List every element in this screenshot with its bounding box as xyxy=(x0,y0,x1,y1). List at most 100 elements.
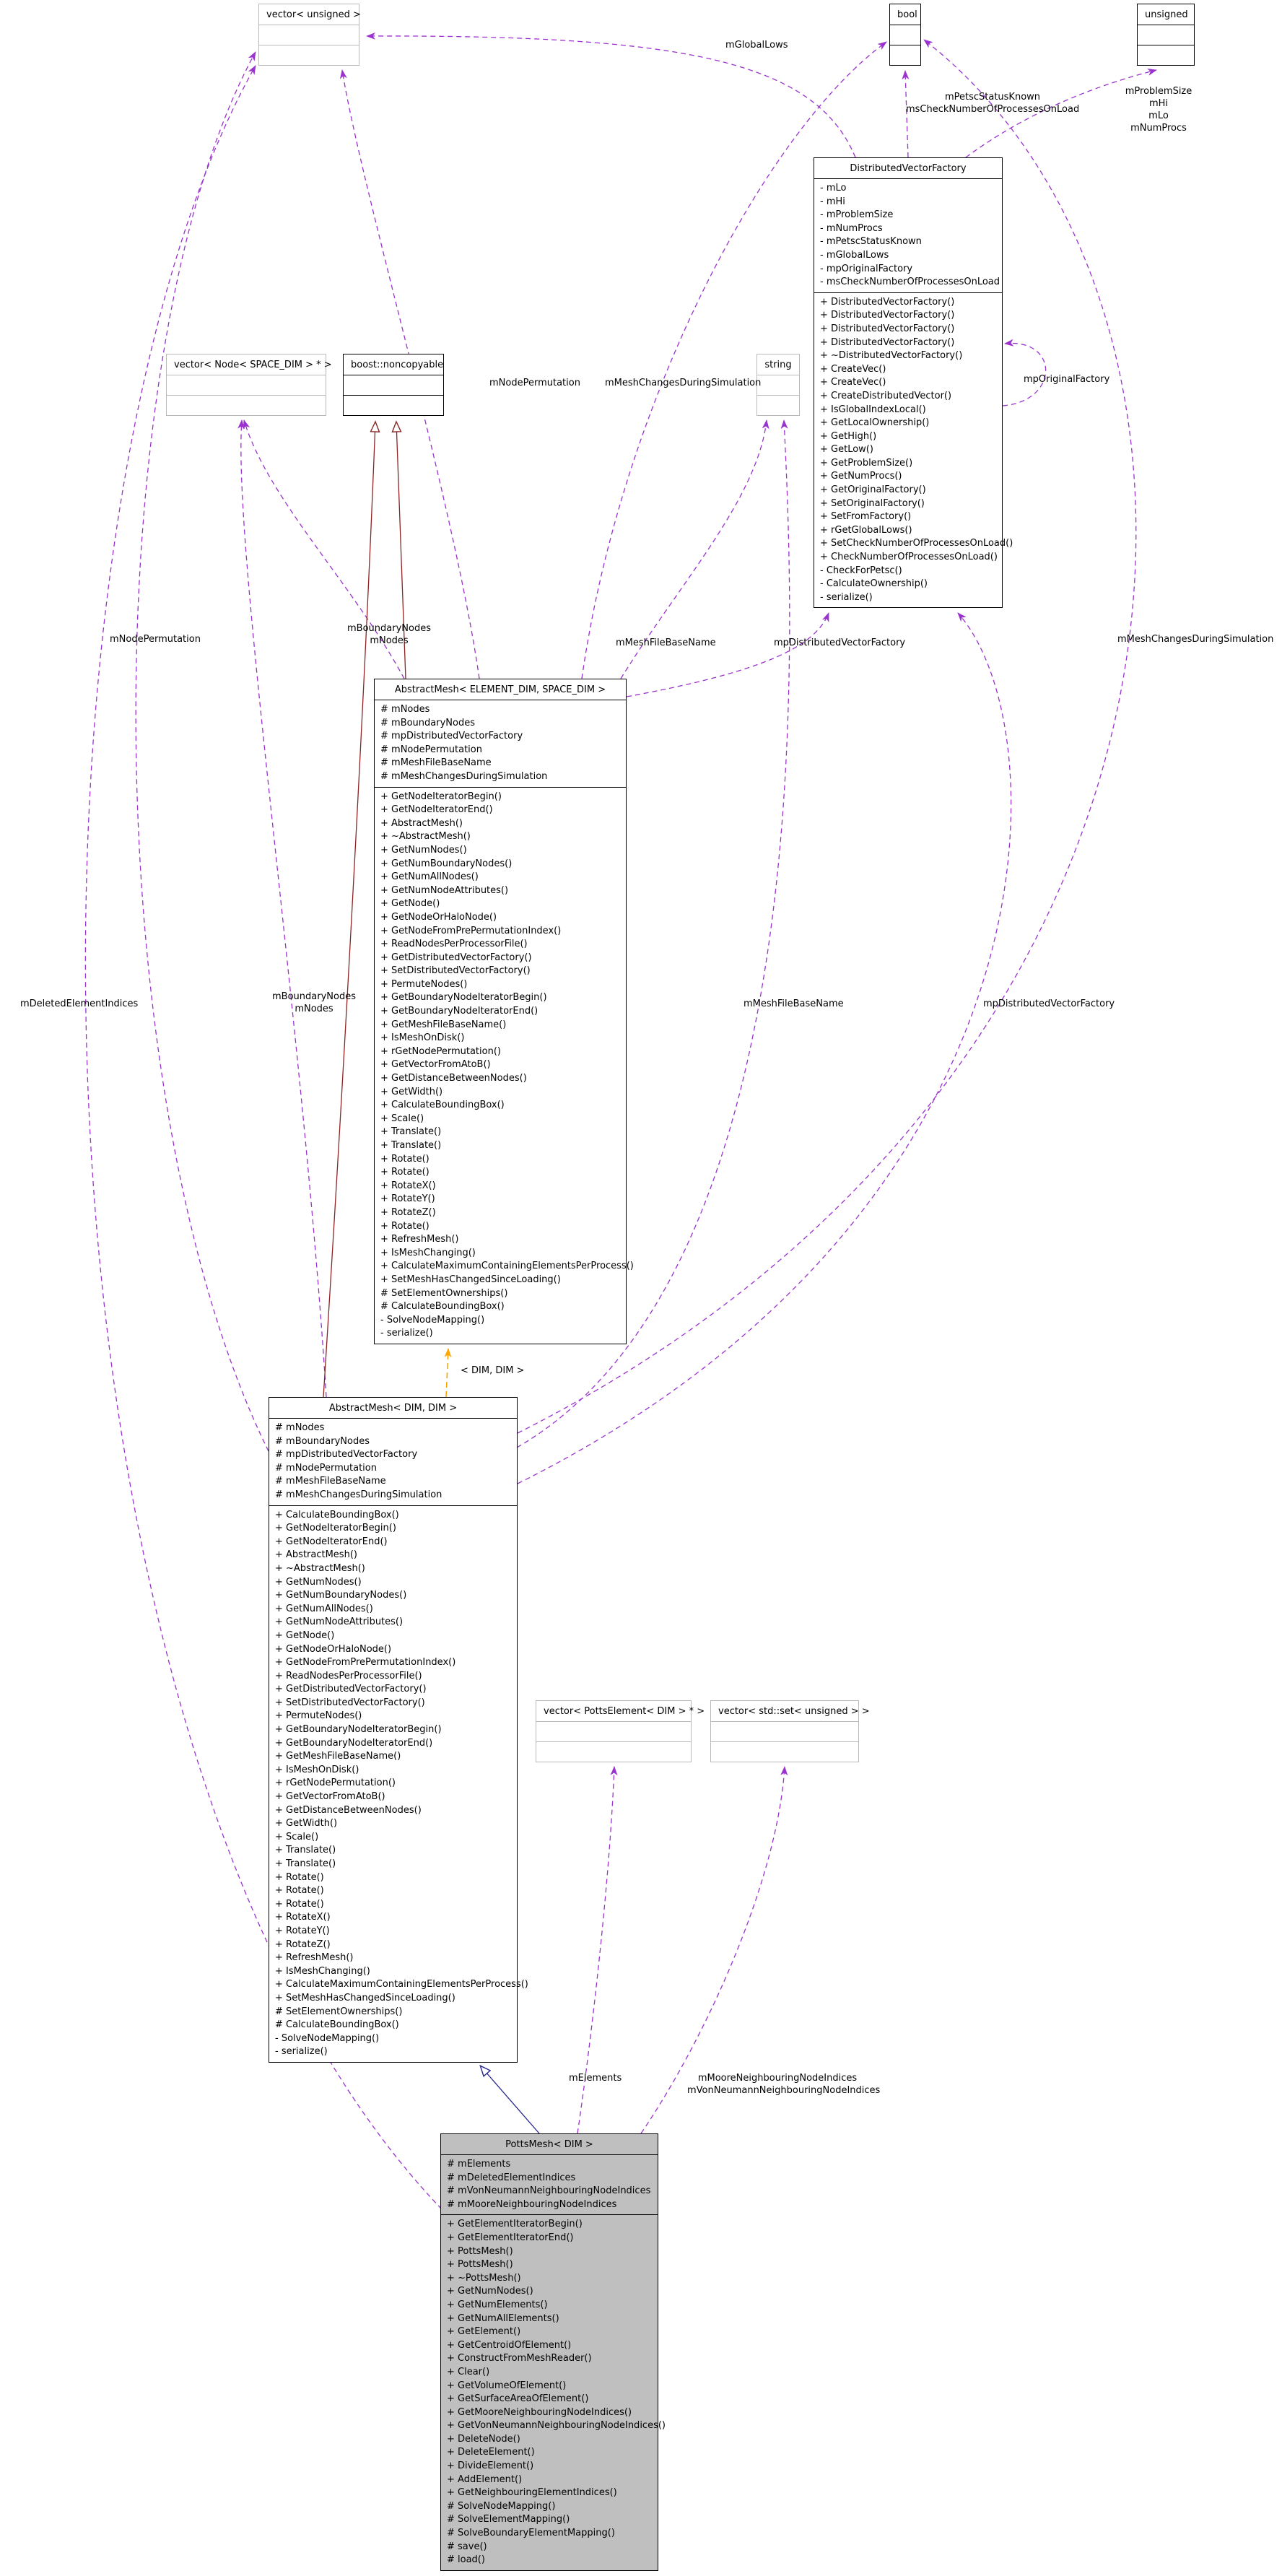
class-box-abstract-mesh-dim[interactable]: AbstractMesh< DIM, DIM > # mNodes# mBoun… xyxy=(269,1397,528,2063)
member-row: + CalculateMaximumContainingElementsPerP… xyxy=(275,1979,528,1990)
member-row: - mProblemSize xyxy=(820,209,894,221)
member-row: + Translate() xyxy=(380,1126,442,1138)
member-row: + ReadNodesPerProcessorFile() xyxy=(380,939,528,950)
member-row: # SolveBoundaryElementMapping() xyxy=(447,2528,615,2539)
attributes-compartment xyxy=(757,375,799,395)
attributes-compartment xyxy=(890,25,920,45)
member-row: # mElements xyxy=(447,2159,511,2170)
member-row: + GetNodeIteratorEnd() xyxy=(275,1536,388,1547)
class-title: string xyxy=(764,360,792,370)
member-row: + ConstructFromMeshReader() xyxy=(447,2353,592,2364)
private-inheritance-edges xyxy=(323,422,406,1398)
member-row: + RotateY() xyxy=(275,1925,330,1936)
class-box-string: string xyxy=(756,354,800,416)
member-row: + Translate() xyxy=(380,1140,442,1151)
member-row: + GetElement() xyxy=(447,2326,521,2338)
methods-compartment xyxy=(259,45,359,65)
member-row: # SolveNodeMapping() xyxy=(447,2500,556,2512)
edge-label-mp-original-factory: mpOriginalFactory xyxy=(1024,374,1110,385)
member-row: # mBoundaryNodes xyxy=(275,1435,370,1447)
class-title: vector< unsigned > xyxy=(266,9,361,20)
member-row: # mpDistributedVectorFactory xyxy=(275,1449,418,1461)
class-title[interactable]: AbstractMesh< ELEMENT_DIM, SPACE_DIM > xyxy=(394,684,606,695)
edge-label-boundary-nodes: mBoundaryNodes mNodes xyxy=(347,623,431,646)
member-row: + Rotate() xyxy=(275,1885,324,1897)
member-row: + GetNodeIteratorBegin() xyxy=(380,791,502,802)
member-row: + ~AbstractMesh() xyxy=(275,1562,365,1574)
member-row: - serialize() xyxy=(380,1328,433,1339)
member-row: # CalculateBoundingBox() xyxy=(380,1301,505,1313)
edge-label-template-arguments: < DIM, DIM > xyxy=(461,1365,525,1376)
member-row: + GetNodeFromPrePermutationIndex() xyxy=(380,925,562,936)
member-row: + GetNumProcs() xyxy=(820,471,902,482)
member-row: + RotateX() xyxy=(275,1912,331,1923)
class-title: bool xyxy=(897,9,917,20)
member-row: + CheckNumberOfProcessesOnLoad() xyxy=(820,552,998,563)
methods-compartment xyxy=(1138,45,1194,65)
member-row: + CalculateBoundingBox() xyxy=(380,1100,505,1111)
member-row: + RotateZ() xyxy=(380,1206,436,1218)
member-row: - msCheckNumberOfProcessesOnLoad xyxy=(820,277,1000,288)
member-row: + SetMeshHasChangedSinceLoading() xyxy=(380,1274,561,1285)
member-row: + IsGlobalIndexLocal() xyxy=(820,404,926,415)
member-row: + GetMooreNeighbouringNodeIndices() xyxy=(447,2406,632,2418)
class-box-abstract-mesh-template[interactable]: AbstractMesh< ELEMENT_DIM, SPACE_DIM > #… xyxy=(374,679,634,1344)
member-row: # mDeletedElementIndices xyxy=(447,2172,576,2183)
class-box-bool: bool xyxy=(889,4,921,66)
member-row: + SetFromFactory() xyxy=(820,511,912,523)
class-title: vector< PottsElement< DIM > * > xyxy=(544,1706,705,1717)
class-title[interactable]: AbstractMesh< DIM, DIM > xyxy=(328,1403,458,1414)
member-row: + GetElementIteratorEnd() xyxy=(447,2232,574,2243)
attributes-compartment xyxy=(344,375,443,395)
class-title: boost::noncopyable xyxy=(351,360,444,370)
member-row: # mNodePermutation xyxy=(380,744,482,755)
member-row: + Rotate() xyxy=(380,1167,429,1178)
member-row: + SetMeshHasChangedSinceLoading() xyxy=(275,1992,455,2003)
edge-label-boundary-nodes: mBoundaryNodes mNodes xyxy=(272,991,356,1014)
member-row: + GetDistributedVectorFactory() xyxy=(380,952,532,963)
member-row: + GetNumAllNodes() xyxy=(380,871,479,883)
member-row: - mPetscStatusKnown xyxy=(820,236,922,248)
member-row: + DeleteNode() xyxy=(447,2433,520,2445)
member-row: + PermuteNodes() xyxy=(275,1710,362,1722)
member-row: # mMooreNeighbouringNodeIndices xyxy=(447,2198,617,2210)
member-row: + RotateY() xyxy=(380,1193,435,1205)
member-row: + DistributedVectorFactory() xyxy=(820,323,955,334)
member-row: + Rotate() xyxy=(275,1898,324,1910)
member-row: # SetElementOwnerships() xyxy=(275,2006,403,2017)
member-row: + GetDistanceBetweenNodes() xyxy=(275,1804,422,1816)
edge-label-mesh-file-base-name: mMeshFileBaseName xyxy=(744,998,844,1009)
edge-label-mesh-file-base-name: mMeshFileBaseName xyxy=(616,638,716,648)
member-row: + Translate() xyxy=(275,1858,336,1869)
member-row: - mGlobalLows xyxy=(820,249,889,261)
class-title[interactable]: DistributedVectorFactory xyxy=(850,163,967,174)
member-row: - mLo xyxy=(820,183,847,193)
member-row: + RefreshMesh() xyxy=(275,1952,354,1964)
methods-compartment: + DistributedVectorFactory() + Distribute… xyxy=(814,292,1013,608)
edge-label-node-permutation: mNodePermutation xyxy=(110,634,201,645)
member-row: + IsMeshChanging() xyxy=(380,1247,476,1258)
class-box-vector-node: vector< Node< SPACE_DIM > * > xyxy=(166,354,332,416)
member-row: + GetMeshFileBaseName() xyxy=(275,1751,401,1762)
member-row: + PottsMesh() xyxy=(447,2259,513,2271)
member-row: + ReadNodesPerProcessorFile() xyxy=(275,1670,422,1681)
member-row: + GetBoundaryNodeIteratorEnd() xyxy=(275,1737,433,1749)
class-box-potts-mesh: PottsMesh< DIM > # mElements # mDeletedEl… xyxy=(440,2133,666,2571)
methods-compartment xyxy=(890,45,920,65)
attributes-compartment xyxy=(1138,25,1194,45)
member-row: + rGetNodePermutation() xyxy=(380,1045,501,1057)
class-title: PottsMesh< DIM > xyxy=(505,2139,593,2150)
attributes-compartment xyxy=(259,25,359,45)
member-row: + GetProblemSize() xyxy=(820,457,913,469)
class-box-vector-unsigned: vector< unsigned > xyxy=(258,4,361,66)
edge-label-m-elements: mElements xyxy=(569,2073,622,2084)
class-box-distributed-vector-factory[interactable]: DistributedVectorFactory - mLo- mHi- mPr… xyxy=(814,157,1013,609)
member-row: + GetVolumeOfElement() xyxy=(447,2380,567,2391)
member-row: - serialize() xyxy=(820,591,873,603)
class-box-vector-std-set: vector< std::set< unsigned > > xyxy=(710,1700,870,1762)
public-inheritance-edge xyxy=(481,2066,540,2134)
member-row: + GetNodeOrHaloNode() xyxy=(275,1643,392,1655)
member-row: + DistributedVectorFactory() xyxy=(820,296,955,308)
class-title: vector< Node< SPACE_DIM > * > xyxy=(174,360,332,370)
edge-label-mesh-changes: mMeshChangesDuringSimulation xyxy=(1117,634,1274,645)
